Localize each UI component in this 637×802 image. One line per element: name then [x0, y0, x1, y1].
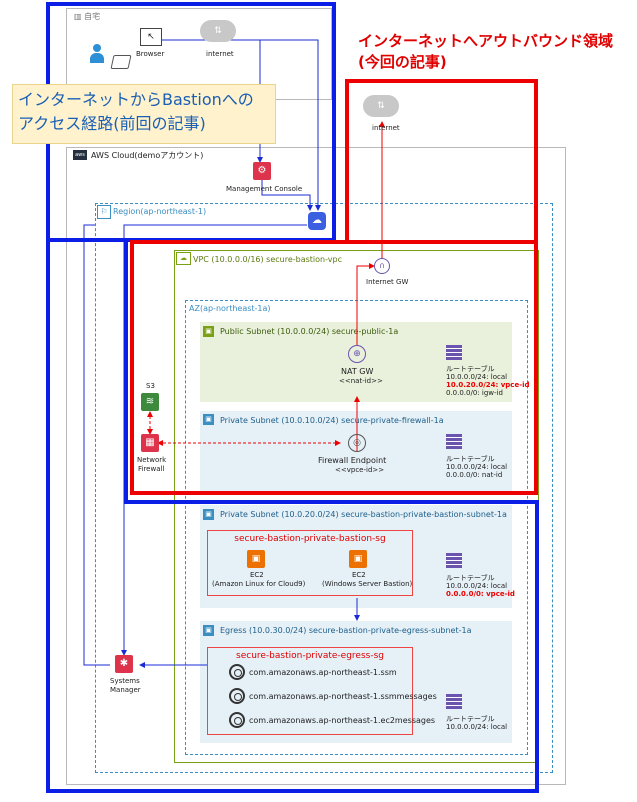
route-table-icon: [446, 694, 462, 709]
outbound-internet-cloud-icon: ⇅: [363, 95, 399, 117]
ssm-label-2: Manager: [110, 686, 141, 694]
route-table-icon: [446, 434, 462, 449]
public-subnet-label: Public Subnet (10.0.0.0/24) secure-publi…: [220, 327, 399, 336]
egress-rt-entry: 10.0.0.0/24: local: [446, 723, 508, 731]
endpoint-label: Firewall Endpoint: [318, 456, 387, 465]
natgw-id: <<nat-id>>: [339, 377, 383, 385]
public-rt-title: ルートテーブル: [446, 365, 495, 373]
s3-bucket-icon: ≋: [141, 393, 159, 411]
region-label: Region(ap-northeast-1): [113, 207, 207, 216]
console-label: Management Console: [226, 185, 303, 193]
firewall-endpoint-icon: ◎: [348, 434, 366, 452]
corp-label: ▥ 自宅: [74, 12, 101, 21]
ssm-label-1: Systems: [110, 677, 140, 685]
bastion-rt-entry: 10.0.0.0/24: local: [446, 582, 508, 590]
natgw-to-igw-line: [356, 263, 375, 345]
public-rt-entry: 0.0.0.0/0: igw-id: [446, 389, 503, 397]
bastion-security-group: [207, 530, 413, 596]
egress-subnet: [200, 621, 512, 743]
aws-logo-icon: aws: [73, 150, 87, 160]
bastion-sg-label: secure-bastion-private-bastion-sg: [234, 534, 386, 544]
egress-subnet-label: Egress (10.0.30.0/24) secure-bastion-pri…: [220, 626, 472, 635]
aws-cloud-label: AWS Cloud(demoアカウント): [91, 151, 204, 160]
vpn-to-ssm-line: [121, 224, 307, 656]
laptop-icon: [110, 55, 132, 69]
console-icon: ⚙: [253, 162, 271, 180]
igw-label: Internet GW: [366, 278, 409, 286]
browser-label: Browser: [136, 50, 165, 58]
red-highlight-frame: [345, 79, 538, 244]
ssm-to-region-line: [83, 224, 110, 666]
natgw-label: NAT GW: [341, 367, 374, 376]
bastion-rt-title: ルートテーブル: [446, 574, 495, 582]
current-article-title-2: (今回の記事): [358, 53, 447, 71]
lock-icon: ▣: [203, 625, 214, 636]
lock-icon: ▣: [203, 414, 214, 425]
red-highlight-frame-lower: [130, 240, 538, 495]
ec2b-label: EC2: [352, 571, 366, 579]
vpc-cloud-icon: ☁: [176, 252, 191, 265]
ec2-instance-icon: ▣: [349, 550, 367, 568]
ec2b-sub: (Windows Server Bastion): [322, 580, 413, 588]
ec2a-sub: (Amazon Linux for Cloud9): [212, 580, 306, 588]
building-icon: ▥: [74, 12, 82, 21]
vpc-label: VPC (10.0.0.0/16) secure-bastion-vpc: [193, 255, 342, 264]
internet-to-vpn-line: [230, 39, 321, 211]
nat-gateway-icon: ⊕: [348, 345, 366, 363]
vpc-endpoint-icon: [229, 712, 245, 728]
s3-label: S3: [146, 382, 155, 390]
internet-cloud-icon: ⇅: [200, 20, 236, 42]
lock-icon: ▣: [203, 326, 214, 337]
internet-gateway-icon: ∩: [374, 258, 390, 274]
firewall-rt-title: ルートテーブル: [446, 455, 495, 463]
vpc-endpoint-icon: [229, 688, 245, 704]
previous-article-callout: [12, 84, 276, 144]
route-table-icon: [446, 553, 462, 568]
previous-article-title-2: アクセス経路(前回の記事): [18, 114, 206, 133]
blue-highlight-frame-top2: [124, 500, 539, 504]
public-rt-entry: 10.0.20.0/24: vpce-id: [446, 381, 530, 389]
firewall-subnet-label: Private Subnet (10.0.10.0/24) secure-pri…: [220, 416, 444, 425]
console-to-vpn-line: [261, 178, 313, 211]
endpoint-ssm: com.amazonaws.ap-northeast-1.ssm: [249, 668, 397, 677]
bastion-subnet-label: Private Subnet (10.0.20.0/24) secure-bas…: [220, 510, 507, 519]
blue-highlight-frame-bottom: [46, 500, 539, 793]
user-icon: [90, 44, 104, 64]
blue-highlight-frame-left: [46, 238, 128, 793]
aws-cloud-boundary: [66, 147, 566, 785]
ec2a-label: EC2: [250, 571, 264, 579]
firewall-rt-entry: 10.0.0.0/24: local: [446, 463, 508, 471]
outbound-internet-label: internet: [372, 124, 400, 132]
systems-manager-icon: ✱: [115, 655, 133, 673]
nfw-label-2: Firewall: [138, 465, 165, 473]
firewall-rt-entry: 0.0.0.0/0: nat-id: [446, 471, 503, 479]
current-article-title-1: インターネットへアウトバウンド領域: [358, 32, 614, 50]
route-table-icon: [446, 345, 462, 360]
previous-article-title-1: インターネットからBastionへの: [18, 90, 254, 109]
nfw-label-1: Network: [137, 456, 167, 464]
bastion-rt-entry: 0.0.0.0/0: vpce-id: [446, 590, 515, 598]
vpn-gateway-icon: ☁: [308, 212, 326, 230]
ec2-instance-icon: ▣: [247, 550, 265, 568]
az-label: AZ(ap-northeast-1a): [189, 304, 271, 313]
egress-rt-title: ルートテーブル: [446, 715, 495, 723]
endpoint-ec2messages: com.amazonaws.ap-northeast-1.ec2messages: [249, 716, 436, 725]
vpc-endpoint-icon: [229, 664, 245, 680]
lock-icon: ▣: [203, 509, 214, 520]
browser-icon: ↖: [140, 28, 162, 46]
region-boundary: [95, 203, 553, 773]
flag-icon: ⚐: [97, 205, 111, 219]
egress-security-group: [207, 647, 413, 735]
public-rt-entry: 10.0.0.0/24: local: [446, 373, 508, 381]
network-firewall-icon: ▦: [141, 434, 159, 452]
endpoint-id: <<vpce-id>>: [335, 466, 385, 474]
corp-internet-label: internet: [206, 50, 234, 58]
blue-highlight-frame-vpc: [124, 238, 130, 504]
endpoint-ssmmessages: com.amazonaws.ap-northeast-1.ssmmessages: [249, 692, 437, 701]
egress-sg-label: secure-bastion-private-egress-sg: [236, 651, 384, 661]
